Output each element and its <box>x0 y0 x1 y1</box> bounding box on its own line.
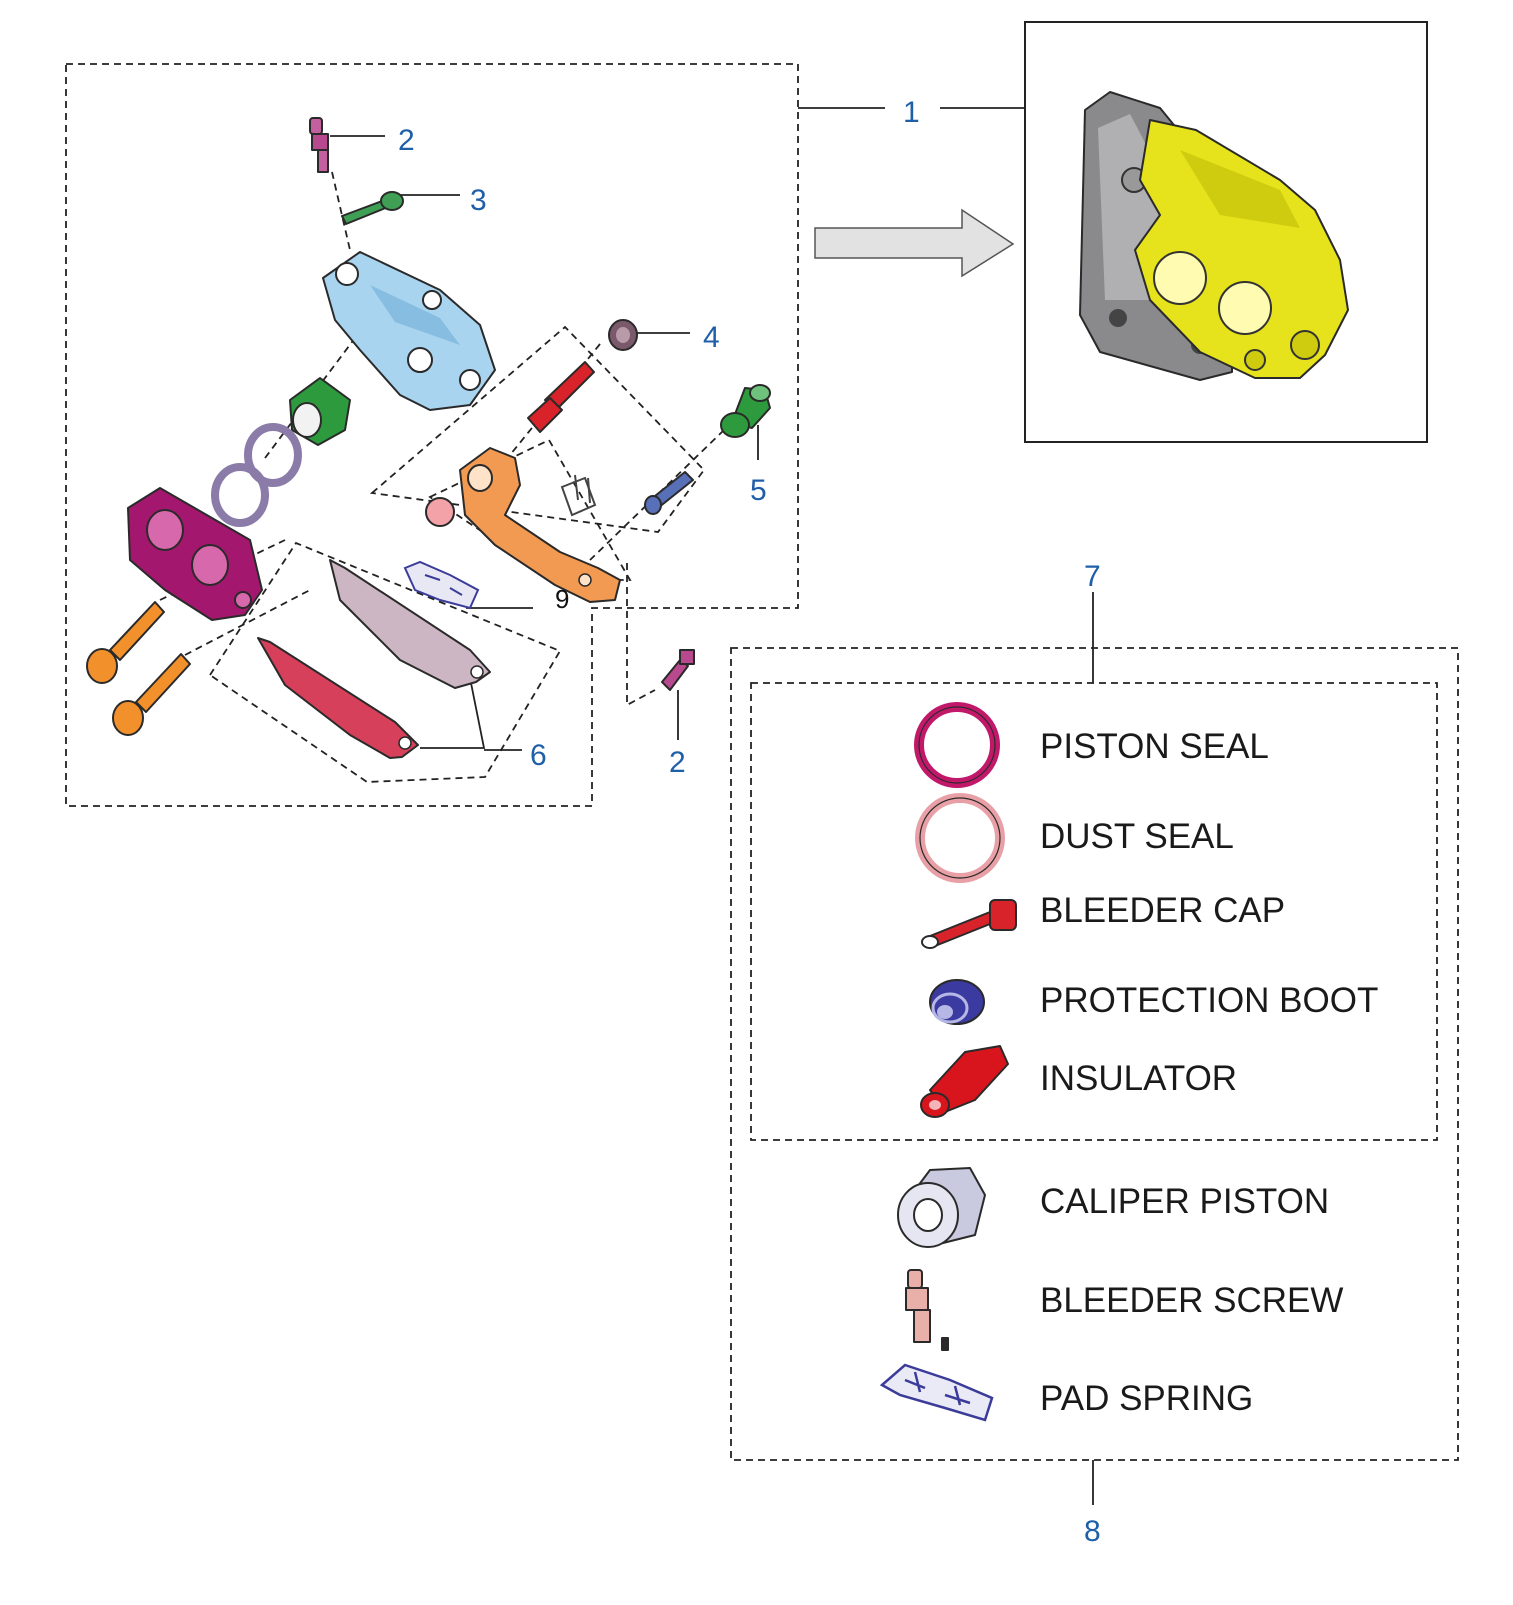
pad-kit-box <box>208 541 562 783</box>
callout-9: 9 <box>555 584 569 614</box>
seal-kit-outer-box <box>730 647 1459 1461</box>
legend-label-protection-boot: PROTECTION BOOT <box>1040 981 1378 1020</box>
brake-pad-rear-part <box>329 559 491 689</box>
brake-pad-front-part <box>257 637 419 759</box>
bracket-kit-box <box>369 325 706 533</box>
caliper-body-part <box>322 251 496 411</box>
protection-boot-part <box>608 319 638 351</box>
callout-6: 6 <box>530 739 547 772</box>
caliper-group-box <box>65 63 799 807</box>
piston-seal-icon <box>914 702 1000 788</box>
callout-8: 8 <box>1084 1515 1101 1548</box>
legend-label-piston-seal: PISTON SEAL <box>1040 727 1269 766</box>
caliper-bracket-part <box>459 447 621 603</box>
piston-seal-part <box>244 423 302 487</box>
leader-2-bottom-dash <box>626 563 656 707</box>
callout-2-bottom: 2 <box>669 746 686 779</box>
axis-bleeder <box>331 171 351 251</box>
leader-6 <box>420 677 486 749</box>
pad-spring-icon <box>879 1363 994 1422</box>
slide-pin-part <box>527 361 595 433</box>
callout-1: 1 <box>903 96 920 129</box>
dust-seal-part <box>211 463 269 527</box>
bleeder-screw-icon <box>905 1269 949 1351</box>
guide-bolt-part <box>644 471 694 515</box>
bleeder-cap-icon <box>921 899 1017 949</box>
dust-seal-icon <box>915 793 1005 883</box>
callout-2-top: 2 <box>398 124 415 157</box>
callout-3: 3 <box>470 184 487 217</box>
callout-7: 7 <box>1084 560 1101 593</box>
caliper-bolt-1-part <box>86 601 165 684</box>
bracket-bolt-part <box>661 649 695 691</box>
legend-label-dust-seal: DUST SEAL <box>1040 817 1234 856</box>
caliper-bolt-2-part <box>112 653 191 736</box>
insulator-icon <box>920 1045 1009 1118</box>
pad-spring-part <box>403 560 480 610</box>
bracket-clip-part <box>560 474 597 517</box>
guide-sleeve-part <box>720 384 771 438</box>
bracket-bush-part <box>425 497 455 527</box>
legend-label-insulator: INSULATOR <box>1040 1059 1237 1098</box>
seal-kit-inner-box <box>750 682 1438 1141</box>
legend-label-pad-spring: PAD SPRING <box>1040 1379 1253 1418</box>
callout-4: 4 <box>703 321 720 354</box>
protection-boot-icon <box>929 979 985 1025</box>
caliper-piston-icon <box>897 1167 986 1248</box>
assembled-caliper-image <box>1079 91 1349 381</box>
legend-label-bleeder-screw: BLEEDER SCREW <box>1040 1281 1343 1320</box>
caliper-piston-part <box>289 377 351 446</box>
assembly-arrow-icon <box>814 208 1015 278</box>
legend-label-bleeder-cap: BLEEDER CAP <box>1040 891 1285 930</box>
legend-label-caliper-piston: CALIPER PISTON <box>1040 1182 1329 1221</box>
caliper-half-part <box>127 487 263 621</box>
bleeder-screw-part <box>309 117 329 173</box>
callout-5: 5 <box>750 474 767 507</box>
bleeder-cap-part <box>341 191 404 225</box>
